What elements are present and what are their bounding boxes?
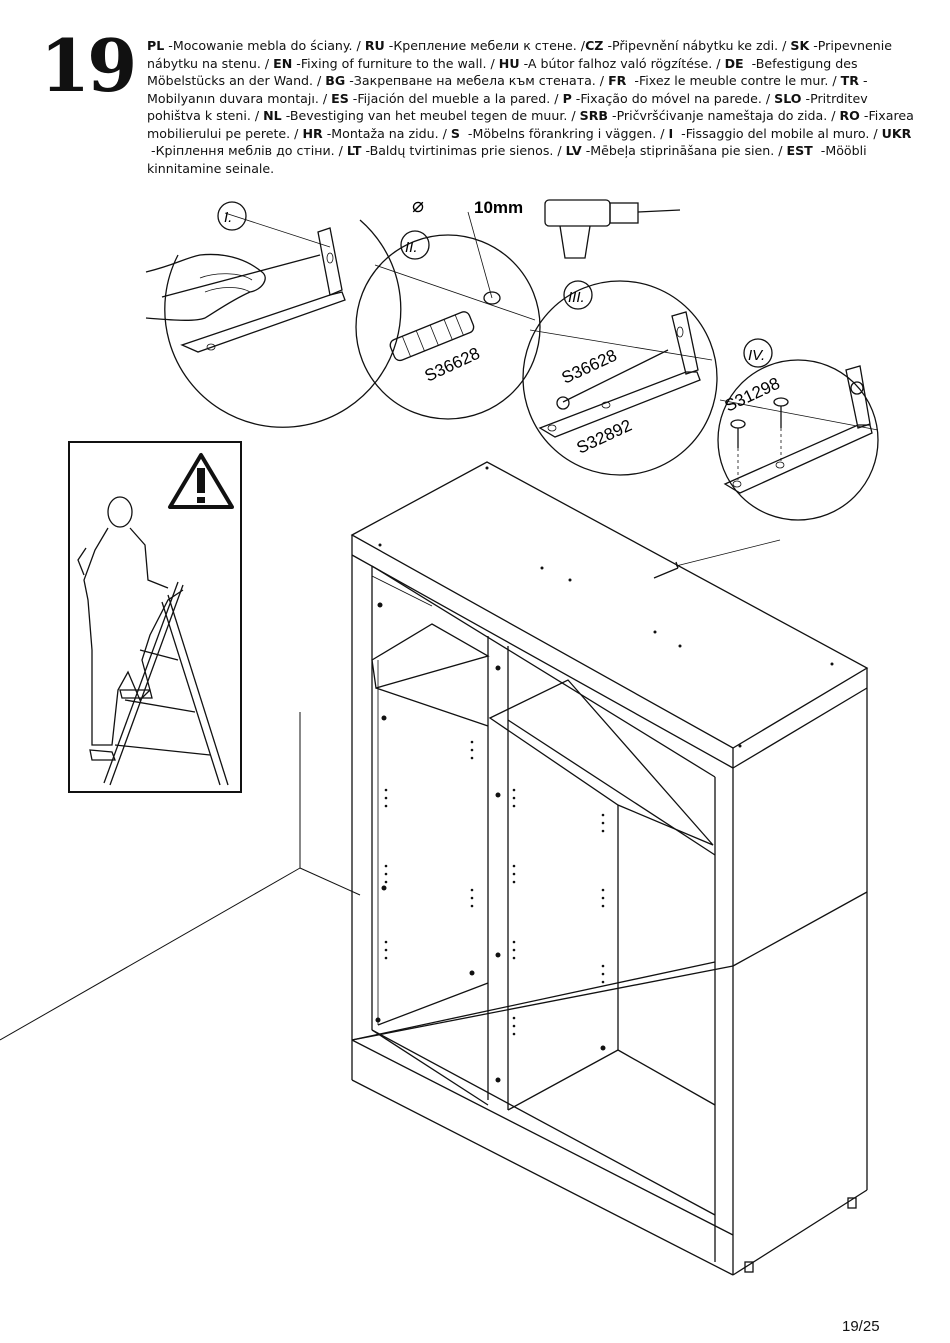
wall-bracket-on-cabinet — [653, 561, 679, 579]
instruction-separator: - — [603, 38, 612, 53]
instruction-text: Fixing of furniture to the wall. / — [300, 55, 499, 71]
instruction-separator: - — [581, 143, 591, 158]
instruction-text: Baldų tvirtinimas prie sienos. / — [369, 143, 566, 158]
instruction-separator: - — [571, 90, 581, 106]
instruction-separator: - — [626, 73, 639, 88]
instruction-text: Mobilyanın duvara montajı. / — [147, 90, 332, 106]
detail-circle-2: ⌀ 10mm S36628 — [355, 195, 541, 420]
wardrobe-cabinet — [350, 461, 869, 1276]
instruction-separator: - — [361, 143, 370, 158]
instruction-separator: - — [459, 125, 473, 141]
instruction-text: Закрепване на мебела към стената. / — [353, 73, 609, 88]
instruction-separator: - — [322, 125, 332, 141]
instruction-separator: - — [801, 90, 811, 106]
language-code: I — [668, 125, 674, 141]
drill-size-label: 10mm — [474, 198, 523, 217]
pre-drilled-holes — [375, 466, 834, 1083]
instruction-separator: - — [673, 125, 686, 141]
instruction-text: A bútor falhoz való rögzítése. / — [527, 55, 725, 71]
instruction-separator: - — [345, 73, 354, 88]
language-code: FR — [608, 73, 627, 88]
detail-label-3: III. — [568, 289, 585, 306]
instruction-separator: - — [743, 55, 756, 71]
language-code: SLO — [774, 90, 802, 106]
detail-label-1: I. — [224, 209, 232, 226]
language-code: SK — [790, 38, 810, 53]
instruction-text: Fixez le meuble contre le mur. / — [638, 73, 841, 88]
language-code: PL — [147, 38, 165, 53]
language-code: ES — [331, 90, 349, 106]
instruction-separator: - — [809, 38, 818, 53]
language-code: NL — [263, 108, 282, 123]
instructions-text: PL -Mocowanie mebla do ściany. / RU -Кре… — [147, 37, 917, 177]
language-code: UKR — [881, 125, 912, 141]
language-code: P — [562, 90, 572, 106]
language-code: CZ — [585, 38, 604, 53]
instruction-separator: - — [859, 108, 869, 123]
instruction-text: Fissaggio del mobile al muro. / — [685, 125, 882, 141]
instruction-text: Připevnění nábytku ke zdi. / — [612, 38, 791, 53]
detail-label-4: IV. — [748, 347, 765, 364]
instruction-text: Кріплення меблів до стіни. / — [155, 143, 347, 158]
language-code: RO — [839, 108, 860, 123]
language-code: HR — [302, 125, 323, 141]
instruction-text: Befestigung des Möbelstücks an der Wand.… — [147, 55, 858, 89]
language-code: DE — [724, 55, 744, 71]
instruction-separator: - — [292, 55, 301, 71]
language-code: LT — [346, 143, 362, 158]
instruction-separator: - — [147, 143, 156, 158]
instruction-separator: - — [281, 108, 290, 123]
language-code: EST — [786, 143, 813, 158]
language-code: EN — [273, 55, 293, 71]
part-screw-label: S36628 — [559, 346, 620, 388]
language-code: TR — [840, 73, 859, 88]
language-code: RU — [364, 38, 385, 53]
safety-warning-box — [68, 441, 242, 793]
instruction-text: Mocowanie mebla do ściany. / — [172, 38, 365, 53]
instruction-text: Pritrditev pohištva k steni. / — [147, 90, 868, 124]
instruction-separator: - — [384, 38, 394, 53]
part-bracket-label: S32892 — [574, 416, 635, 458]
instruction-separator: - — [164, 38, 173, 53]
instruction-separator: - — [812, 143, 826, 158]
instruction-separator: - — [858, 73, 868, 88]
instruction-text: Fixação do móvel na parede. / — [580, 90, 775, 106]
instruction-separator: - — [608, 108, 617, 123]
warning-triangle-icon — [168, 453, 234, 509]
drill-diameter-icon: ⌀ — [412, 195, 424, 217]
instruction-separator: - — [348, 90, 358, 106]
instruction-text: Mēbeļa stiprināšana pie sien. / — [590, 143, 787, 158]
language-code: LV — [565, 143, 582, 158]
part-dowel-label: S36628 — [422, 344, 483, 386]
person-on-ladder-icon — [77, 496, 229, 786]
instruction-text: Fixarea mobilierului pe perete. / — [147, 108, 914, 141]
wall-lines — [0, 712, 361, 1041]
instruction-text: Mööbli kinnitamine seinale. — [147, 143, 867, 176]
leader-line — [675, 539, 781, 567]
language-code: S — [450, 125, 460, 141]
detail-circle-1: I. — [145, 209, 402, 428]
detail-label-2: II. — [405, 239, 418, 256]
language-code: BG — [325, 73, 346, 88]
detail-circle-3: S36628 S32892 — [522, 280, 718, 476]
language-code: SRB — [579, 108, 608, 123]
detail-circle-4: S31298 — [717, 359, 879, 521]
instruction-separator: - — [519, 55, 528, 71]
part-small-screw-label: S31298 — [722, 374, 783, 416]
language-code: HU — [498, 55, 520, 71]
drill-icon — [544, 199, 681, 259]
instruction-text: Bevestiging van het meubel tegen de muur… — [289, 108, 580, 123]
instruction-text: Möbelns förankring i väggen. / — [472, 125, 669, 141]
page-number: 19/25 — [842, 1318, 880, 1335]
instruction-text: Fijación del mueble a la pared. / — [357, 90, 563, 106]
instruction-text: Pričvršćivanje nameštaja do zida. / — [616, 108, 840, 123]
instruction-text: Montaža na zidu. / — [331, 125, 451, 141]
step-number: 19 — [40, 23, 137, 108]
instruction-text: Крепление мебели к стене. / — [393, 38, 586, 53]
instruction-text: Pripevnenie nábytku na stenu. / — [147, 38, 893, 71]
